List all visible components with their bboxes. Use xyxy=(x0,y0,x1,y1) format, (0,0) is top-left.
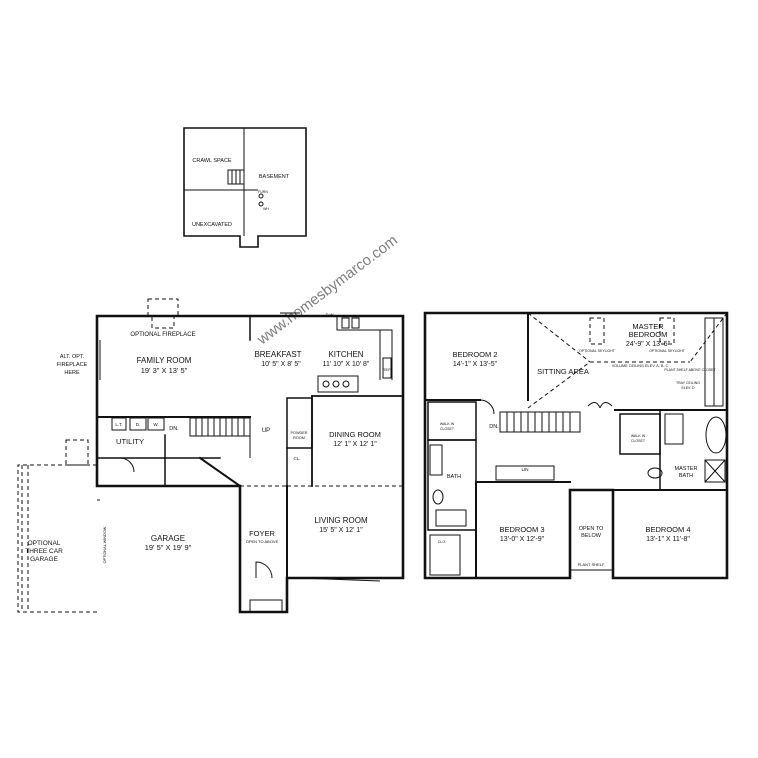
closet-label-first-floor: CL. xyxy=(293,456,300,461)
kitchen-dimensions: 11' 10" X 10' 8" xyxy=(323,361,370,368)
garage-label: GARAGE xyxy=(151,534,185,543)
foyer-note: OPEN TO ABOVE xyxy=(246,539,279,544)
dishwasher-label: D.W. xyxy=(326,312,335,317)
utility-door-swing xyxy=(119,457,135,473)
family-room-dimensions: 19' 3" X 13' 5" xyxy=(141,366,188,375)
optional-garage xyxy=(17,439,97,613)
optional-garage-label-1: OPTIONAL xyxy=(28,540,61,547)
front-door-swing xyxy=(255,561,273,579)
crawl-space-label: CRAWL SPACE xyxy=(192,158,232,164)
dryer-label: D. xyxy=(136,422,141,427)
first-floor-stairs xyxy=(189,417,251,458)
volume-ceiling-label: VOLUME CEILING ELEV. A, B, C xyxy=(612,364,669,368)
stair-up-label: UP xyxy=(262,428,270,434)
second-floor-stair-down-label: DN. xyxy=(489,424,499,430)
foyer-label: FOYER xyxy=(249,529,275,538)
open-to-below-label-2: BELOW xyxy=(581,533,602,539)
master-bedroom-label-1: MASTER xyxy=(632,322,664,331)
linen-label: LIN xyxy=(521,467,528,472)
walk-in-closet-b-label-2: CLOSET xyxy=(631,439,646,443)
furnace-icon xyxy=(258,193,264,199)
bedroom-4-label: BEDROOM 4 xyxy=(645,525,690,534)
plant-shelf-label: PLANT SHELF xyxy=(578,562,605,567)
master-tub-icon xyxy=(705,416,727,454)
powder-room-label-1: POWDER xyxy=(290,431,307,435)
bedroom-2-dimensions: 14'-1" X 13'-5" xyxy=(453,361,498,368)
water-heater-icon xyxy=(258,201,264,207)
optional-fireplace-icon xyxy=(147,298,179,317)
bedroom-3-label: BEDROOM 3 xyxy=(499,525,544,534)
optional-fireplace-label: OPTIONAL FIREPLACE xyxy=(130,332,195,338)
hall-bath-label: BATH xyxy=(447,474,461,480)
walk-in-closet-b-label-1: WALK IN xyxy=(631,434,646,438)
bedroom-2-label: BEDROOM 2 xyxy=(452,350,497,359)
stair-down-label: DN. xyxy=(169,426,179,432)
kitchen-label: KITCHEN xyxy=(328,350,363,359)
optional-skylight-label-b: OPTIONAL SKYLIGHT xyxy=(649,349,686,353)
furnace-label: FURN xyxy=(258,190,268,194)
master-bath-label-2: BATH xyxy=(679,473,693,479)
dining-room-dimensions: 12' 1" X 12' 1" xyxy=(333,441,377,448)
master-bath-label-1: MASTER xyxy=(675,466,698,472)
master-bedroom-dimensions: 24'-9" X 13'-5" xyxy=(626,341,671,348)
optional-garage-label-3: GARAGE xyxy=(30,556,58,563)
kitchen-island xyxy=(317,375,359,393)
basement-plan: CRAWL SPACE BASEMENT UNEXCAVATED FURN WH xyxy=(183,127,307,248)
optional-window-label: OPTIONAL WINDOW xyxy=(103,526,107,563)
bedroom-3-dimensions: 13'-0" X 12'-9" xyxy=(500,536,545,543)
laundry-tub-label: L.T. xyxy=(115,422,122,427)
breakfast-label: BREAKFAST xyxy=(254,350,301,359)
tray-ceiling-label-1: TRAY CEILING xyxy=(676,381,700,385)
living-room-dimensions: 15' 5" X 12' 1" xyxy=(319,527,363,534)
second-floor-stairs xyxy=(499,411,581,433)
first-floor-plan: OPTIONAL FIREPLACE ALT. OPT. FIREPLACE H… xyxy=(17,298,405,614)
master-shower-icon xyxy=(704,459,726,483)
breakfast-dimensions: 10' 5" X 8' 5" xyxy=(261,361,301,368)
garage-dimensions: 19' 5" X 19' 9" xyxy=(145,543,192,552)
unexcavated-label: UNEXCAVATED xyxy=(192,222,232,228)
refrigerator-label: REF. xyxy=(383,367,392,372)
alt-fireplace-label-2: FIREPLACE xyxy=(57,362,88,368)
walk-in-closet-label-2: CLOSET xyxy=(440,427,455,431)
alt-fireplace-label-3: HERE xyxy=(64,370,80,376)
powder-room-label-2: ROOM xyxy=(293,436,305,440)
plant-shelf-closet-label: PLANT SHELF ABOVE CLOSET xyxy=(664,368,716,372)
watermark-text: www.homesbymarco.com xyxy=(253,232,401,349)
dining-room-label: DINING ROOM xyxy=(329,430,381,439)
water-heater-label: WH xyxy=(263,207,269,211)
open-to-below-label-1: OPEN TO xyxy=(579,526,604,532)
utility-label: UTILITY xyxy=(116,437,144,446)
alt-fireplace-label-1: ALT. OPT. xyxy=(60,354,85,360)
front-stoop xyxy=(249,599,283,613)
master-bedroom-label-2: BEDROOM xyxy=(629,330,668,339)
bedroom-3-closet-label: CLO. xyxy=(438,540,446,544)
basement-stair xyxy=(227,169,245,185)
walk-in-closet-label-1: WALK IN xyxy=(440,422,455,426)
optional-skylight-label-a: OPTIONAL SKYLIGHT xyxy=(579,349,616,353)
basement-label: BASEMENT xyxy=(259,174,290,180)
living-room-label: LIVING ROOM xyxy=(314,516,368,525)
vaulted-ceiling-lines xyxy=(527,312,728,409)
washer-label: W. xyxy=(153,422,158,427)
optional-garage-label-2: THREE CAR xyxy=(25,548,63,555)
family-room-label: FAMILY ROOM xyxy=(137,356,192,365)
bedroom-4-dimensions: 13'-1" X 11'-8" xyxy=(646,536,690,543)
tray-ceiling-label-2: ELEV. D xyxy=(681,386,695,390)
sitting-area-label: SITTING AREA xyxy=(537,367,589,376)
second-floor-plan: MASTER BEDROOM 24'-9" X 13'-5" OPTIONAL … xyxy=(423,311,729,580)
